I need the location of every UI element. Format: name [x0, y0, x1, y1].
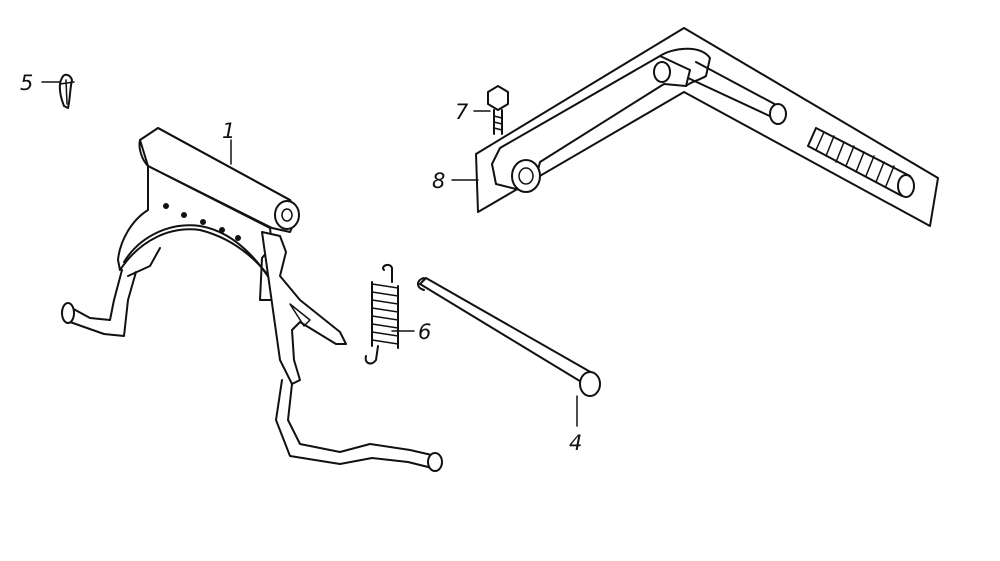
flange-bolt-part [487, 85, 509, 135]
callout-6: 6 [418, 320, 431, 344]
callout-8: 8 [432, 169, 445, 193]
kickstarter-assembly [475, 27, 939, 227]
stand-return-spring-part [364, 263, 399, 365]
main-stand-part [61, 127, 443, 472]
pedal-rubber-part [807, 127, 915, 198]
kickstarter-arm-part [491, 47, 711, 193]
cotter-pin-part [58, 73, 75, 109]
stand-pivot-shaft-part [417, 277, 601, 397]
callout-5: 5 [20, 71, 33, 95]
callout-7: 7 [455, 100, 469, 124]
callout-1: 1 [222, 119, 235, 143]
callout-4: 4 [569, 431, 582, 455]
